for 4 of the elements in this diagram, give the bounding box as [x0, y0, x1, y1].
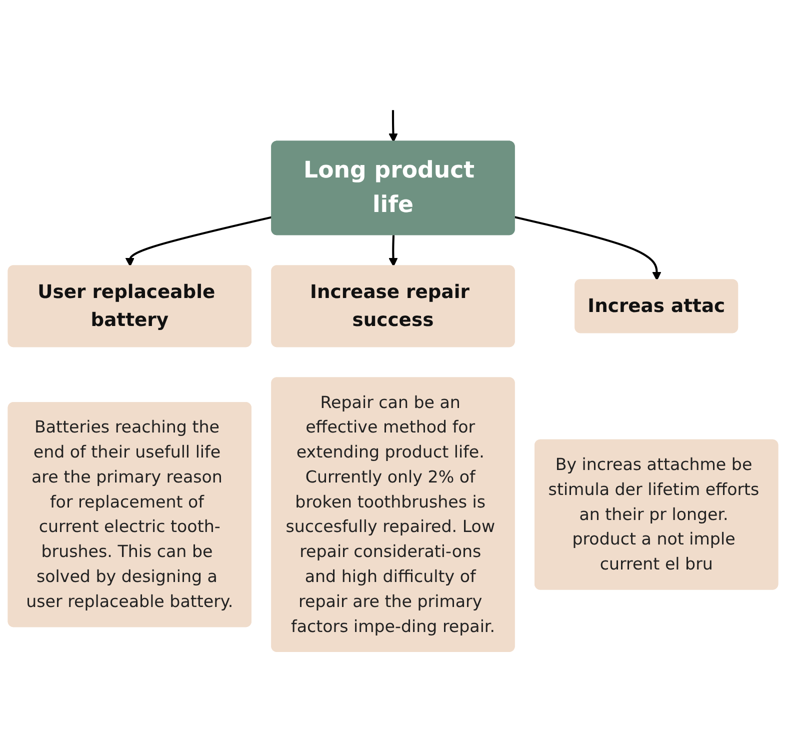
- arrow: [388, 110, 398, 142]
- arrow: [388, 234, 398, 266]
- arrow: [125, 216, 272, 266]
- arrow: [514, 216, 662, 280]
